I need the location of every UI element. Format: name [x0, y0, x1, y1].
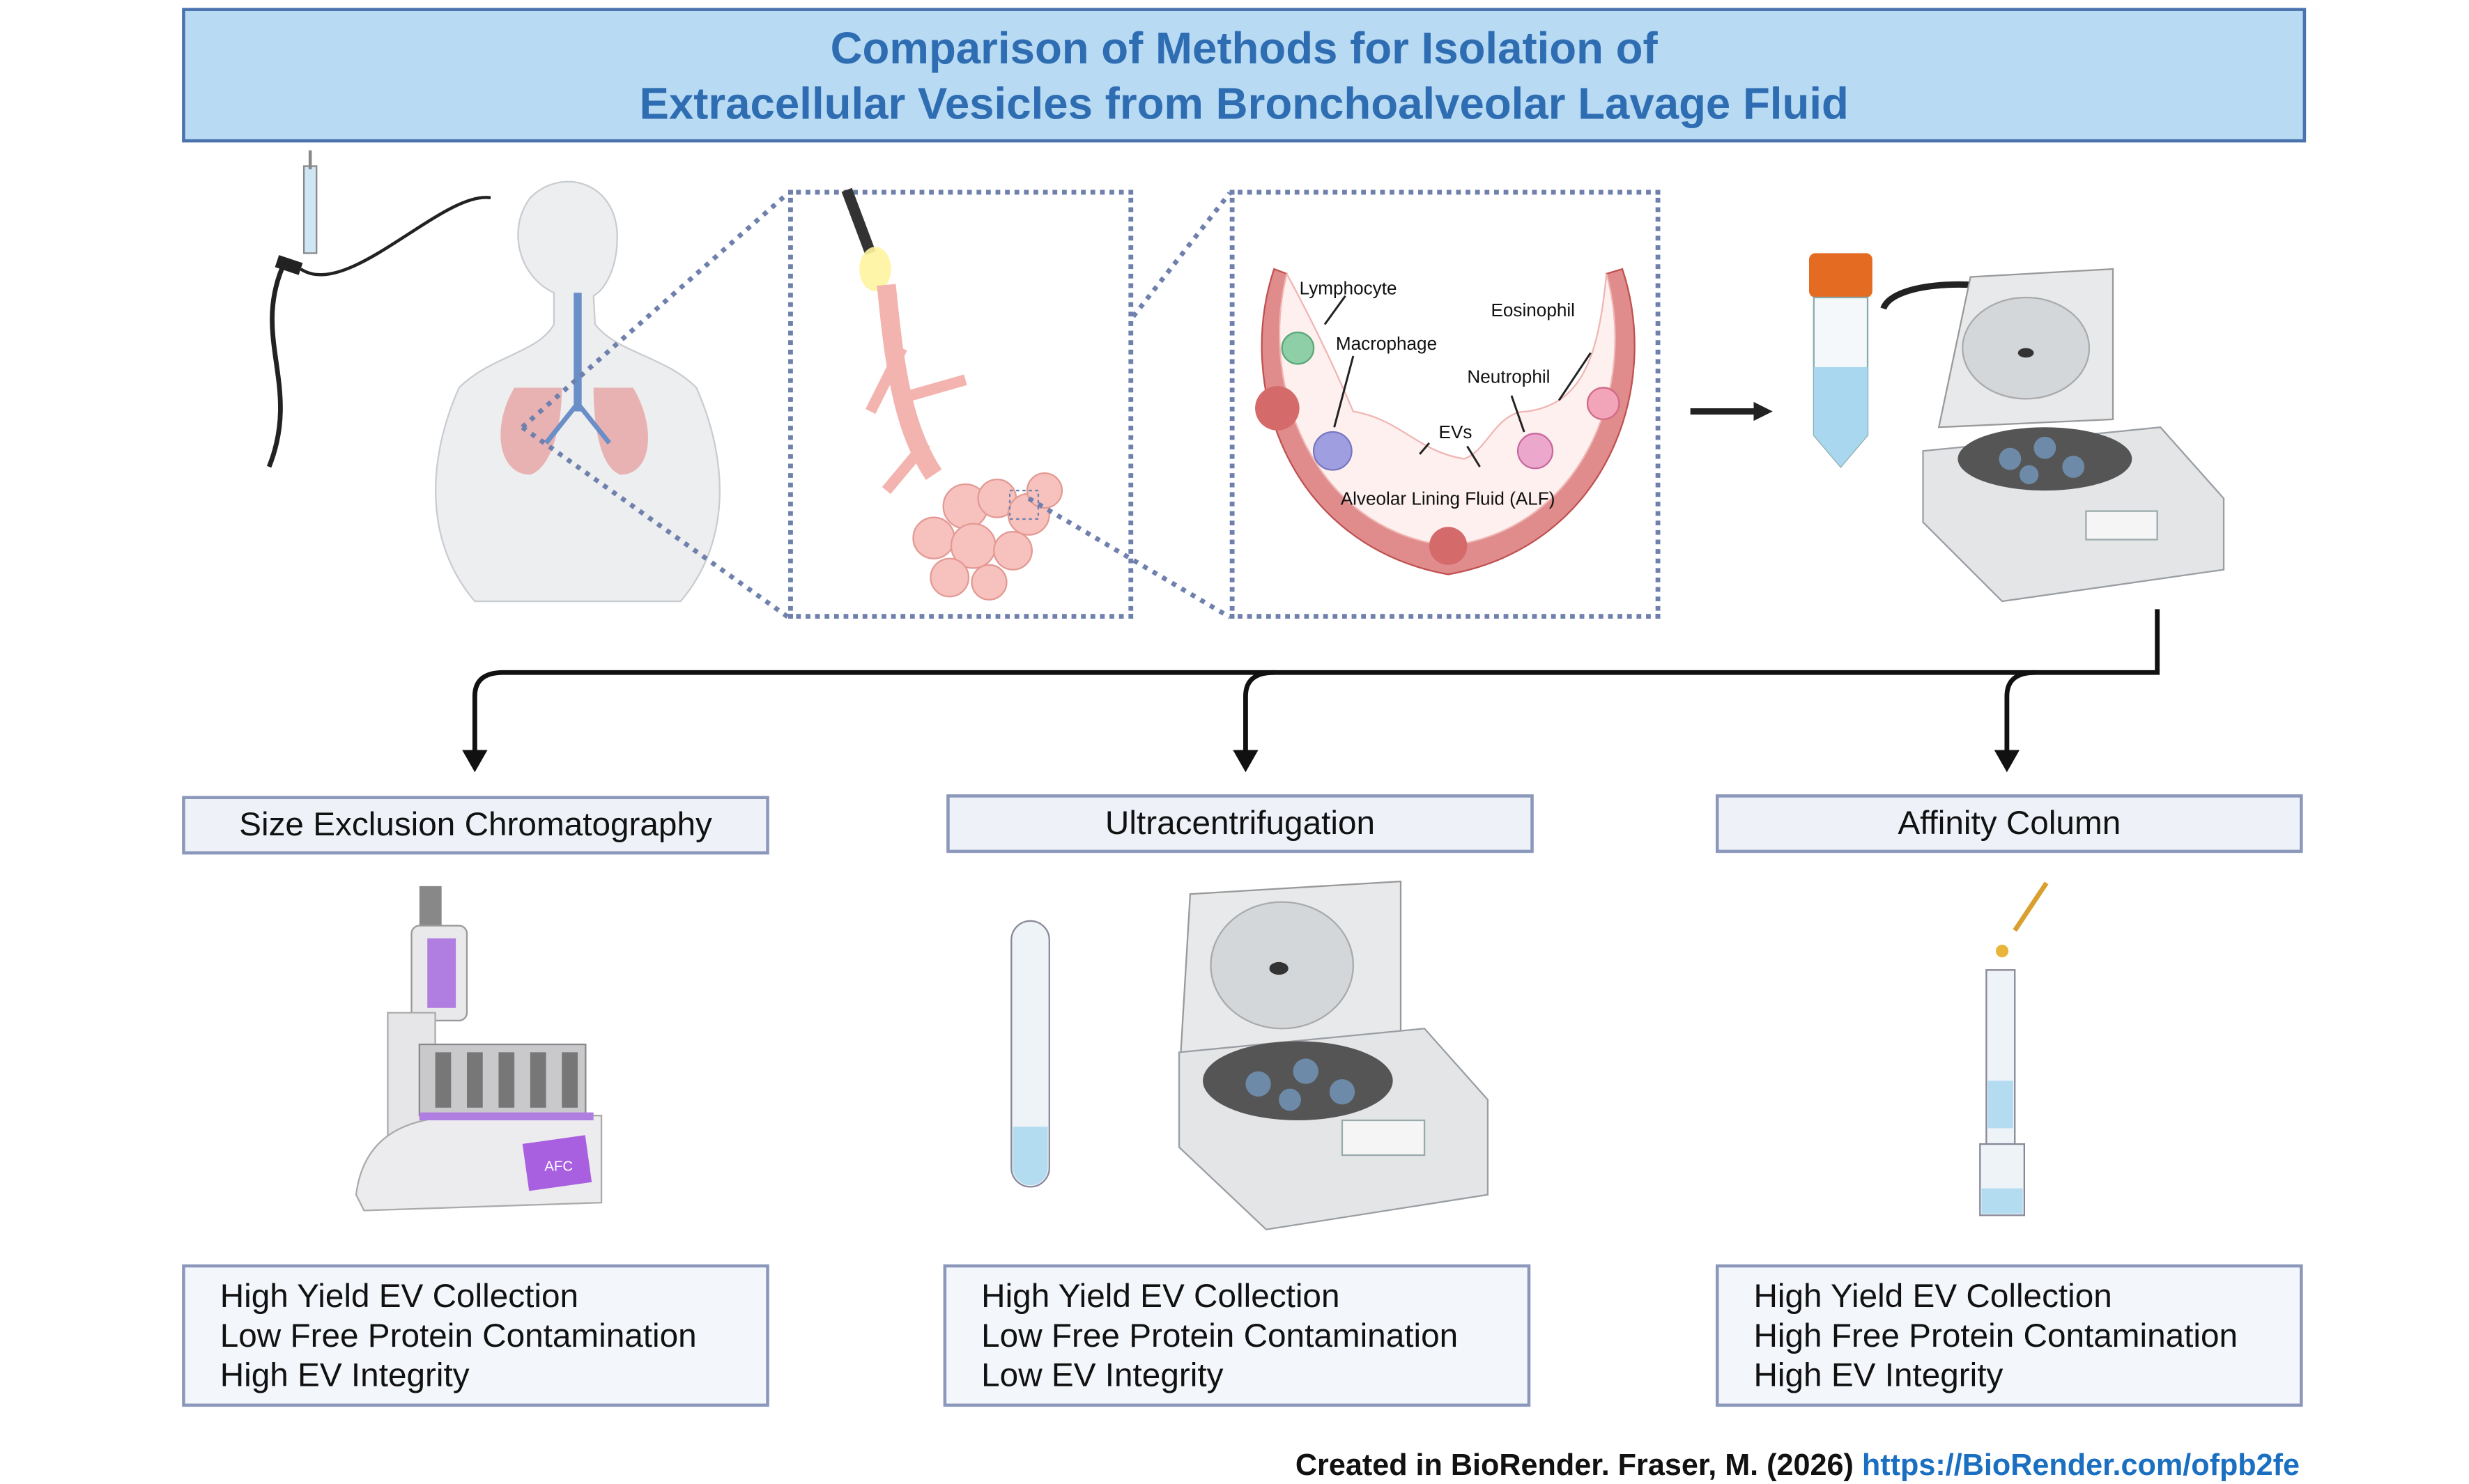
- alveolus-zoom-box: [1229, 190, 1661, 619]
- sec-instrument-illustration: AFC: [355, 886, 603, 1212]
- results-affinity-column: High Yield EV Collection High Free Prote…: [1715, 1264, 2303, 1407]
- method-ultracentrifugation: Ultracentrifugation: [946, 794, 1534, 853]
- label-alf: Alveolar Lining Fluid (ALF): [1340, 490, 1555, 510]
- affinity-column-illustration: [1979, 881, 2049, 1216]
- arrow-down-icon: [1233, 750, 1259, 773]
- alveolus-illustration: [1255, 268, 1636, 575]
- label-macrophage: Macrophage: [1335, 335, 1438, 355]
- result-item: High Yield EV Collection: [220, 1278, 579, 1315]
- method-sec-label: Size Exclusion Chromatography: [239, 806, 712, 843]
- arrow-right-icon: [1690, 401, 1773, 422]
- result-item: Low Free Protein Contamination: [981, 1317, 1459, 1355]
- label-evs: EVs: [1438, 424, 1472, 443]
- biorender-link[interactable]: https://BioRender.com/ofpb2fe: [1861, 1449, 2300, 1483]
- method-uc-label: Ultracentrifugation: [1105, 804, 1375, 842]
- ultracentrifuge-illustration: [1178, 880, 1489, 1230]
- label-neutrophil: Neutrophil: [1467, 369, 1551, 388]
- results-ultracentrifugation: High Yield EV Collection Low Free Protei…: [943, 1264, 1531, 1407]
- result-item: High EV Integrity: [220, 1357, 470, 1394]
- footer-credit: Created in BioRender. Fraser, M. (2026) …: [1295, 1449, 2300, 1484]
- method-affinity-label: Affinity Column: [1898, 804, 2121, 842]
- bronchial-tree-illustration: [841, 187, 1063, 601]
- results-sec: High Yield EV Collection Low Free Protei…: [182, 1264, 769, 1407]
- title-line-1: Comparison of Methods for Isolation of: [830, 22, 1658, 72]
- title-banner: Comparison of Methods for Isolation of E…: [182, 8, 2307, 143]
- method-affinity-column: Affinity Column: [1715, 794, 2303, 853]
- result-item: High EV Integrity: [1753, 1357, 2003, 1394]
- result-item: High Yield EV Collection: [981, 1278, 1340, 1315]
- result-item: High Yield EV Collection: [1753, 1278, 2112, 1315]
- result-item: Low Free Protein Contamination: [220, 1317, 697, 1355]
- result-item: Low EV Integrity: [981, 1357, 1224, 1394]
- centrifuge-illustration: [1880, 268, 2225, 603]
- result-item: High Free Protein Contamination: [1753, 1317, 2238, 1355]
- label-eosinophil: Eosinophil: [1491, 302, 1576, 322]
- method-sec: Size Exclusion Chromatography: [182, 796, 769, 855]
- sec-device-label: AFC: [544, 1159, 573, 1175]
- human-bronchoscopy-illustration: [266, 150, 721, 603]
- arrow-down-icon: [462, 750, 488, 773]
- bal-tube-illustration: [1808, 253, 1872, 468]
- ultracentrifuge-tube-illustration: [1010, 920, 1050, 1188]
- bronchi-zoom-box: [788, 190, 1134, 619]
- title-line-2: Extracellular Vesicles from Bronchoalveo…: [639, 78, 1849, 127]
- credit-text: Created in BioRender. Fraser, M. (2026): [1295, 1449, 1854, 1483]
- arrow-down-icon: [1994, 750, 2020, 773]
- label-lymphocyte: Lymphocyte: [1299, 280, 1397, 300]
